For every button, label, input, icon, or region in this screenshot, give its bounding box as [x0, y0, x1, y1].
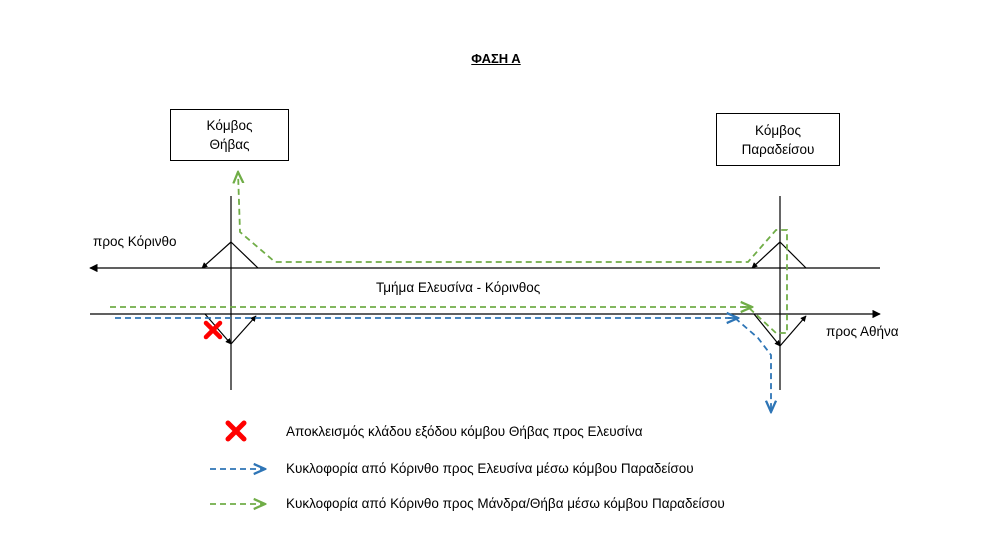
ramp-thivas-nw: [201, 241, 232, 269]
node-box-thivas: Κόμβος Θήβας: [170, 109, 289, 161]
route-blue: [115, 317, 771, 412]
legend-text-closure: Αποκλεισμός κλάδου εξόδου κόμβου Θήβας π…: [286, 424, 643, 439]
label-segment: Τμήμα Ελευσίνα - Κόρινθος: [376, 280, 541, 295]
closure-x-icon: [203, 320, 223, 340]
ramp-paradeisou-nw: [751, 241, 781, 269]
node-label-line2: Παραδείσου: [741, 141, 815, 157]
node-box-paradeisou: Κόμβος Παραδείσου: [716, 113, 840, 166]
ramp-thivas-sw: [204, 313, 232, 345]
route-green: [110, 172, 788, 334]
red-x-icon: [225, 420, 247, 442]
label-to-korinthos: προς Κόρινθο: [93, 234, 177, 249]
node-label-line1: Κόμβος: [206, 118, 253, 133]
page-title: ΦΑΣΗ Α: [471, 51, 521, 66]
ramp-thivas-ne: [230, 241, 259, 269]
node-label-line1: Κόμβος: [755, 122, 801, 138]
ramp-paradeisou-se: [779, 315, 807, 347]
legend-text-blue-route: Κυκλοφορία από Κόρινθο προς Ελευσίνα μέσ…: [286, 461, 694, 476]
ramp-thivas-se: [230, 315, 257, 345]
ramp-paradeisou-sw: [753, 313, 781, 347]
label-to-athina: προς Αθήνα: [826, 324, 899, 339]
ramp-paradeisou-ne: [779, 241, 807, 269]
legend-text-green-route: Κυκλοφορία από Κόρινθο προς Μάνδρα/Θήβα …: [286, 496, 725, 511]
node-label-line2: Θήβας: [209, 137, 250, 152]
